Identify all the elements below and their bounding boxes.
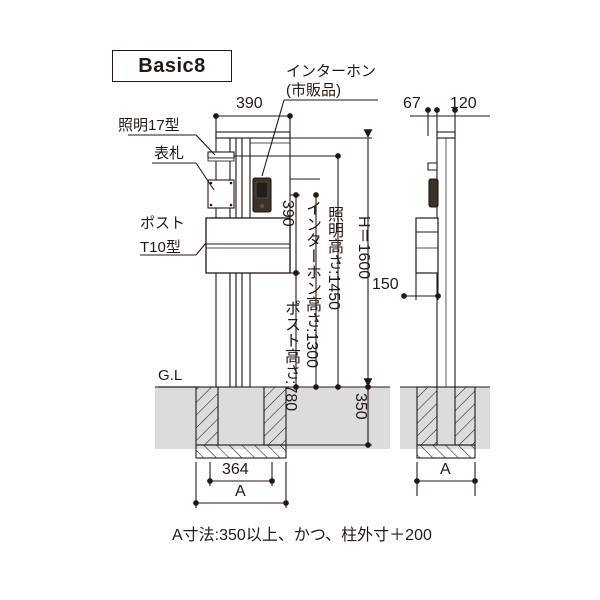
footing-front [195,386,287,459]
dim-total-height-text: H＝1600 [355,216,372,280]
dim-side-150-text: 150 [372,276,399,293]
post-mailbox-side [415,217,439,274]
dim-side-67-text: 67 [403,95,421,112]
dimension-note: A寸法:350以上、かつ、柱外寸＋200 [172,527,432,544]
dim-post-height-text: ポスト高さ:780 [282,300,299,412]
dim-intercom-height-text: インターホン高さ:1300 [303,200,320,369]
dim-footing-364-text: 364 [222,461,249,478]
dim-vertical-front [234,129,373,448]
dim-side-excavation-a-text: A [440,461,451,478]
footing-side [416,386,476,459]
intercom-side [428,178,439,208]
page-title: Basic8 [138,54,206,77]
lighting-fixture-side [427,162,438,171]
dim-bottom-front [193,462,289,508]
ground-level-label: G.L [158,367,183,384]
lighting-fixture-front [207,151,235,162]
callout-lighting-label: 照明17型 [118,117,180,134]
dim-side-bottom-a [414,462,478,496]
dim-side-120-text: 120 [450,95,477,112]
dim-excavation-a-text: A [235,483,246,500]
dim-top-390-text: 390 [236,95,263,112]
dim-side-top [410,107,490,136]
side-view-column [436,131,456,388]
ground-side [400,386,490,449]
nameplate-front [207,179,235,209]
dim-side-150 [401,273,441,300]
title-box: Basic8 [112,50,232,82]
callout-leaders [128,99,378,256]
intercom-front [252,177,272,213]
callout-intercom-sub-label: (市販品) [286,82,341,99]
dim-light-height-text: 照明高さ:1450 [325,206,342,311]
callout-post-type-label: T10型 [140,239,181,256]
callout-nameplate-label: 表札 [154,145,185,162]
post-mailbox-front [205,217,291,274]
dim-390-segment-text: 390 [279,200,296,227]
dim-top-390 [213,113,293,138]
callout-post-label: ポスト [140,215,186,232]
callout-intercom-label: インターホン [286,63,377,80]
dim-burial-depth-text: 350 [352,393,369,420]
